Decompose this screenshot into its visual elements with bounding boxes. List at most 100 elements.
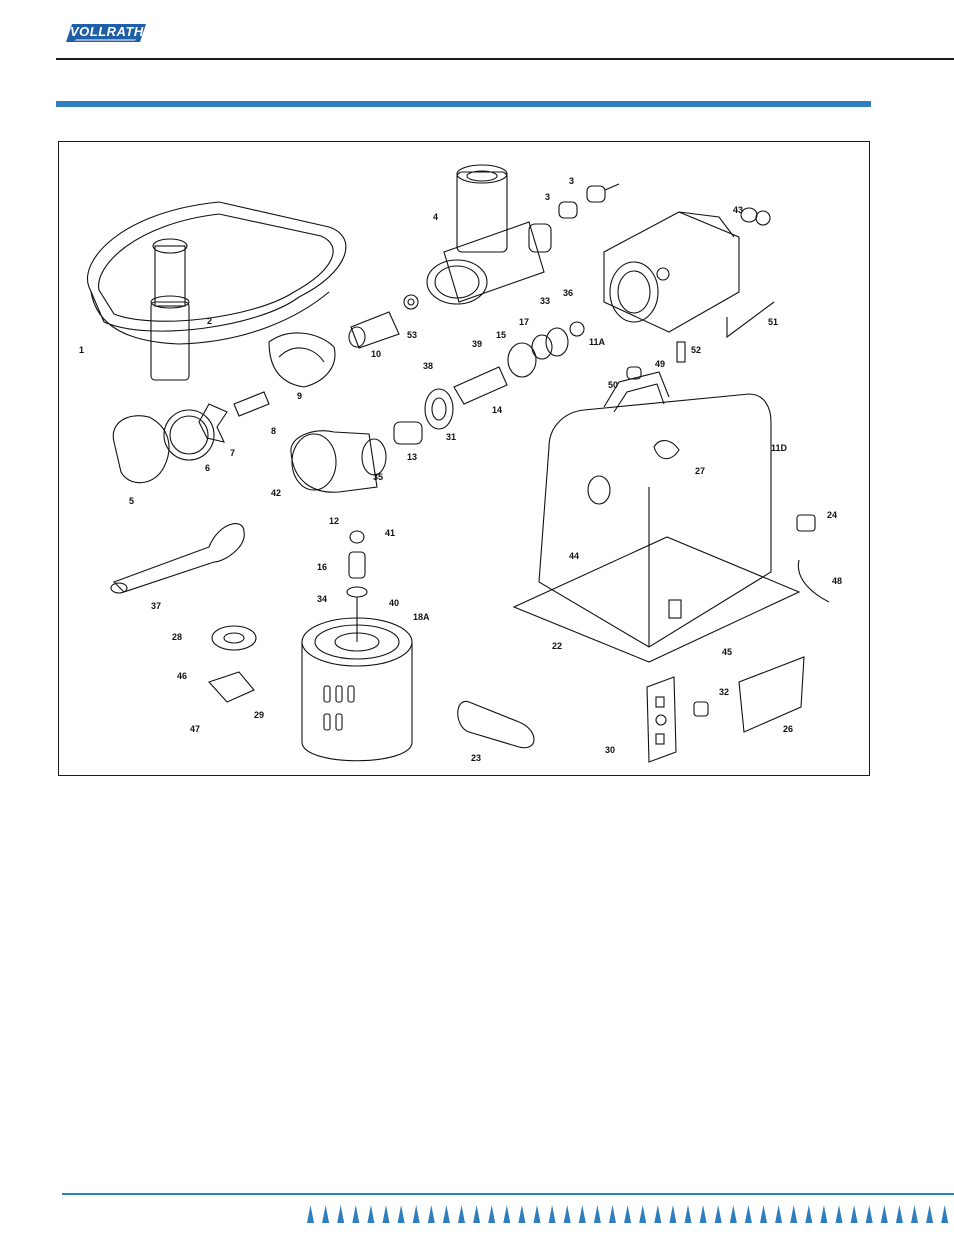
label-52: 52 <box>691 345 701 355</box>
label-38: 38 <box>423 361 433 371</box>
part-11d-cover <box>539 372 771 647</box>
footer-triangle <box>488 1205 495 1223</box>
label-8: 8 <box>271 426 276 436</box>
header-rule <box>56 58 954 60</box>
footer-triangle <box>534 1205 541 1223</box>
label-42: 42 <box>271 488 281 498</box>
footer-triangle <box>745 1205 752 1223</box>
label-43: 43 <box>733 205 743 215</box>
label-11a: 11A <box>589 337 606 347</box>
brand-name: VOLLRATH <box>70 24 144 39</box>
footer-rule <box>62 1193 954 1195</box>
label-4: 4 <box>433 212 438 222</box>
label-3b: 3 <box>569 176 574 186</box>
part-11a-housing <box>604 208 757 332</box>
footer-triangle <box>851 1205 858 1223</box>
footer-triangle <box>881 1205 888 1223</box>
footer-triangle-strip <box>306 1205 954 1223</box>
label-35: 35 <box>373 472 383 482</box>
label-46: 46 <box>177 671 187 681</box>
label-14: 14 <box>492 405 502 415</box>
footer-triangle <box>700 1205 707 1223</box>
footer-triangle <box>624 1205 631 1223</box>
footer-triangle <box>564 1205 571 1223</box>
label-51: 51 <box>768 317 778 327</box>
label-48: 48 <box>832 576 842 586</box>
exploded-parts-diagram: 1 2 3 3 4 5 6 7 8 9 10 11A 11D 12 13 14 … <box>58 141 870 776</box>
footer-triangle <box>307 1205 314 1223</box>
label-10: 10 <box>371 349 381 359</box>
label-17: 17 <box>519 317 529 327</box>
part-4-head <box>427 165 551 304</box>
footer-triangle <box>639 1205 646 1223</box>
label-7: 7 <box>230 448 235 458</box>
label-45: 45 <box>722 647 732 657</box>
footer-triangle <box>775 1205 782 1223</box>
label-15: 15 <box>496 330 506 340</box>
label-50: 50 <box>608 380 618 390</box>
part-3-bushings <box>559 184 619 218</box>
label-37: 37 <box>151 601 161 611</box>
footer-triangle <box>579 1205 586 1223</box>
footer-triangle <box>473 1205 480 1223</box>
label-33: 33 <box>540 296 550 306</box>
footer-triangle <box>820 1205 827 1223</box>
label-41: 41 <box>385 528 395 538</box>
label-22: 22 <box>552 641 562 651</box>
label-3a: 3 <box>545 192 550 202</box>
label-27: 27 <box>695 466 705 476</box>
footer-triangle <box>866 1205 873 1223</box>
footer-triangle <box>398 1205 405 1223</box>
part-18a-motor <box>302 597 412 761</box>
label-18a: 18A <box>413 612 430 622</box>
footer-triangle <box>790 1205 797 1223</box>
label-11d: 11D <box>771 443 788 453</box>
footer-triangle <box>549 1205 556 1223</box>
footer-triangle <box>760 1205 767 1223</box>
footer-triangle <box>413 1205 420 1223</box>
label-5: 5 <box>129 496 134 506</box>
label-23: 23 <box>471 753 481 763</box>
footer-triangle <box>911 1205 918 1223</box>
footer-triangle <box>715 1205 722 1223</box>
footer-triangle <box>805 1205 812 1223</box>
parts-drawing: 1 2 3 3 4 5 6 7 8 9 10 11A 11D 12 13 14 … <box>59 142 871 777</box>
footer-triangle <box>609 1205 616 1223</box>
label-26: 26 <box>783 724 793 734</box>
part-1-tray <box>88 202 346 380</box>
label-9: 9 <box>297 391 302 401</box>
footer-triangle <box>458 1205 465 1223</box>
footer-triangle <box>926 1205 933 1223</box>
footer-triangle <box>669 1205 676 1223</box>
label-53: 53 <box>407 330 417 340</box>
footer-triangle <box>443 1205 450 1223</box>
label-2: 2 <box>207 316 212 326</box>
label-44: 44 <box>569 551 579 561</box>
footer-triangle <box>896 1205 903 1223</box>
label-16: 16 <box>317 562 327 572</box>
label-28: 28 <box>172 632 182 642</box>
footer-triangle <box>428 1205 435 1223</box>
label-34: 34 <box>317 594 327 604</box>
label-12: 12 <box>329 516 339 526</box>
label-32: 32 <box>719 687 729 697</box>
footer-triangle <box>367 1205 374 1223</box>
footer-triangle <box>654 1205 661 1223</box>
footer-triangle <box>352 1205 359 1223</box>
footer-triangle <box>730 1205 737 1223</box>
footer-triangle <box>594 1205 601 1223</box>
footer-triangle <box>322 1205 329 1223</box>
label-36: 36 <box>563 288 573 298</box>
label-30: 30 <box>605 745 615 755</box>
footer-triangle <box>518 1205 525 1223</box>
footer-triangle <box>383 1205 390 1223</box>
footer-triangle <box>503 1205 510 1223</box>
label-24: 24 <box>827 510 837 520</box>
label-39: 39 <box>472 339 482 349</box>
label-1: 1 <box>79 345 84 355</box>
label-47: 47 <box>190 724 200 734</box>
footer-triangle <box>337 1205 344 1223</box>
label-6: 6 <box>205 463 210 473</box>
footer-triangle <box>836 1205 843 1223</box>
label-49: 49 <box>655 359 665 369</box>
